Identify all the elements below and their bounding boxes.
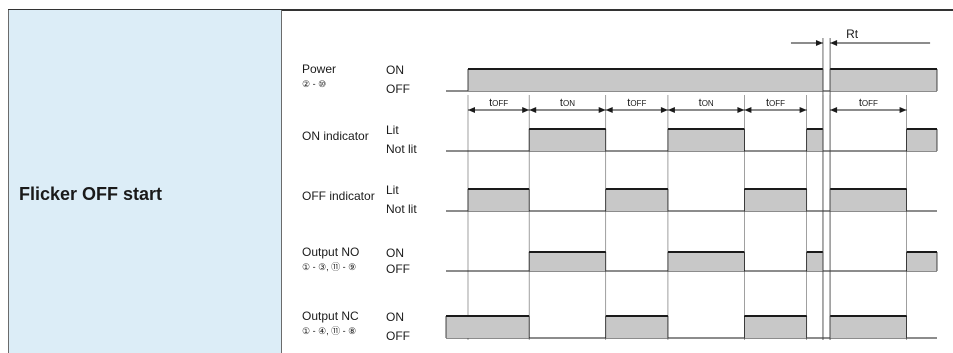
power-low-label: OFF (386, 82, 410, 96)
reset-arrowhead (815, 40, 823, 46)
timing-arrowhead (899, 107, 907, 113)
output-nc-pulse (830, 316, 907, 338)
on-indicator-pulse (906, 129, 937, 151)
output-nc-high-label: ON (386, 310, 404, 324)
timing-label: tON (560, 97, 575, 109)
off-indicator-pulse (468, 189, 530, 211)
off-indicator-high-label: Lit (386, 183, 399, 197)
timing-arrowhead (737, 107, 745, 113)
power-name: Power (302, 62, 336, 76)
timing-arrowhead (598, 107, 606, 113)
power-high-label: ON (386, 63, 404, 77)
output-nc-pulse (446, 316, 530, 338)
timing-arrowhead (522, 107, 530, 113)
timing-label: tOFF (859, 97, 878, 109)
output-no-low-label: OFF (386, 262, 410, 276)
on-indicator-high-label: Lit (386, 123, 399, 137)
timing-arrowhead (529, 107, 537, 113)
output-nc-name: Output NC (302, 309, 359, 323)
mode-label: Flicker OFF start (19, 184, 163, 204)
output-no-pulse (906, 252, 937, 271)
on-indicator-pulse (806, 129, 823, 151)
output-no-pins: ① - ③, ⑪ - ⑨ (302, 262, 356, 272)
output-nc-low-label: OFF (386, 329, 410, 343)
timing-arrowhead (660, 107, 668, 113)
off-indicator-pulse (744, 189, 807, 211)
timing-label: tON (699, 97, 714, 109)
timing-arrowhead (605, 107, 613, 113)
timing-label: tOFF (489, 97, 508, 109)
on-indicator-pulse (667, 129, 745, 151)
timing-arrowhead (744, 107, 752, 113)
timing-arrowhead (468, 107, 475, 113)
off-indicator-low-label: Not lit (386, 202, 417, 216)
top-border (8, 9, 953, 11)
mode-cell: Flicker OFF start (8, 10, 282, 353)
on-indicator-name: ON indicator (302, 129, 369, 143)
power-pulse (830, 69, 937, 91)
power-pins: ② - ⑩ (302, 79, 326, 89)
timing-arrowhead (667, 107, 675, 113)
output-no-pulse (529, 252, 606, 271)
output-nc-pulse (605, 316, 668, 338)
output-no-pulse (806, 252, 823, 271)
reset-time-label: Rt (846, 27, 859, 41)
timing-arrowhead (830, 107, 838, 113)
on-indicator-low-label: Not lit (386, 142, 417, 156)
on-indicator-pulse (529, 129, 606, 151)
timing-label: tOFF (766, 97, 785, 109)
off-indicator-pulse (830, 189, 907, 211)
output-no-pulse (667, 252, 745, 271)
off-indicator-name: OFF indicator (302, 189, 375, 203)
off-indicator-pulse (605, 189, 668, 211)
output-no-name: Output NO (302, 245, 359, 259)
output-nc-pins: ① - ④, ⑪ - ⑧ (302, 326, 356, 336)
output-no-high-label: ON (386, 246, 404, 260)
timing-label: tOFF (627, 97, 646, 109)
timing-arrowhead (799, 107, 807, 113)
power-pulse (468, 69, 823, 91)
reset-arrowhead (830, 40, 838, 46)
output-nc-pulse (744, 316, 807, 338)
